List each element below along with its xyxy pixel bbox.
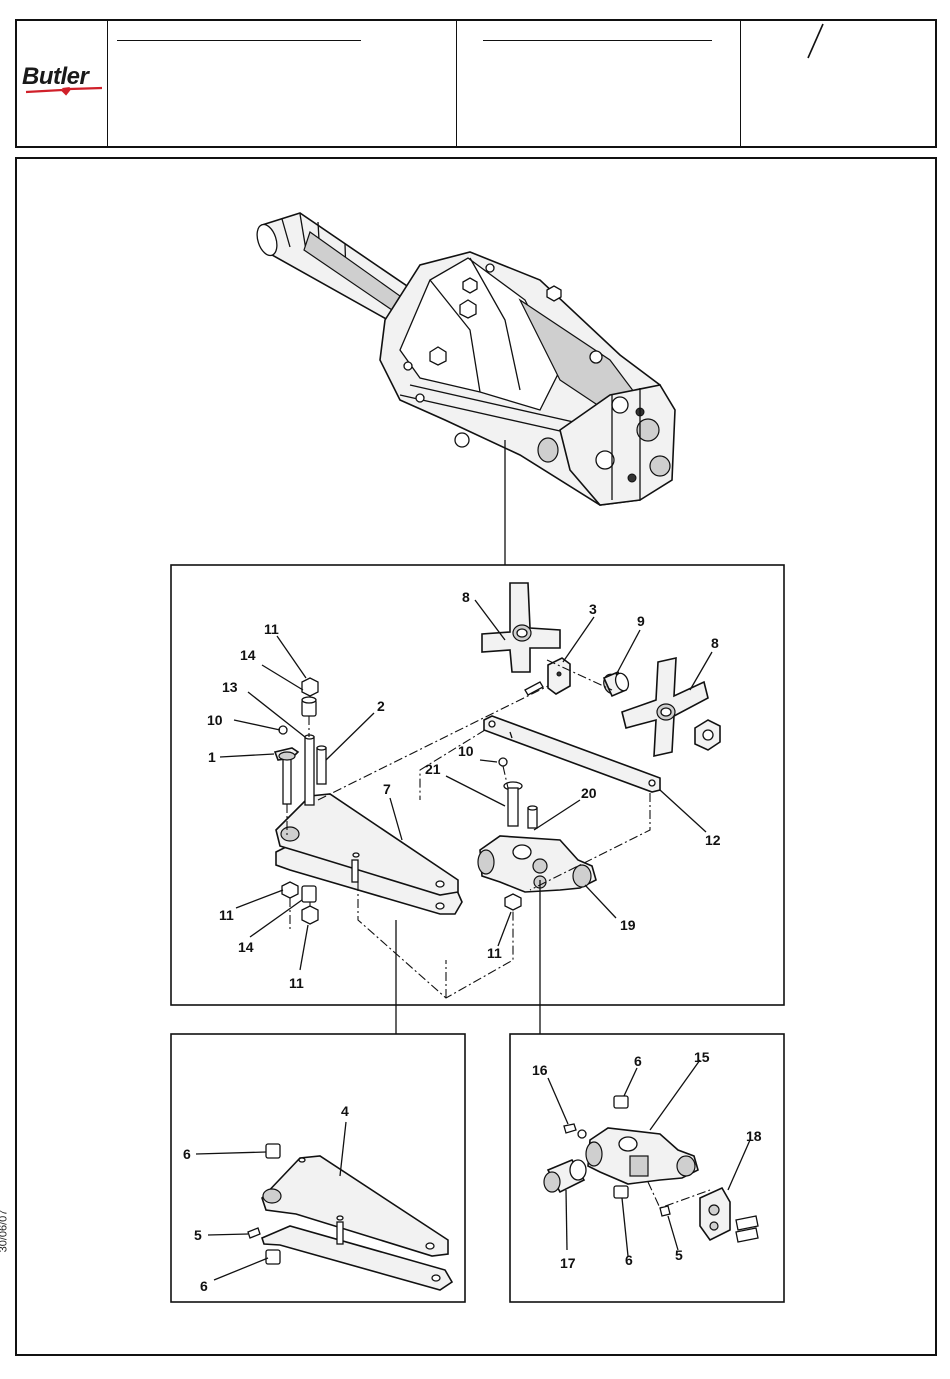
callout-1: 1 [208,749,216,765]
callout-16: 16 [532,1062,548,1078]
callout-19: 19 [620,917,636,933]
callout-2: 2 [377,698,385,714]
callout-11c: 11 [289,975,304,991]
callout-5-right: 5 [675,1247,683,1263]
part-17 [544,1160,586,1192]
callout-11d: 11 [487,945,502,961]
part-13 [305,735,314,805]
callout-8a: 8 [462,589,470,605]
callout-17: 17 [560,1255,576,1271]
callout-11b: 11 [219,907,234,923]
part-12 [484,716,660,792]
callout-12: 12 [705,832,721,848]
callout-4: 4 [341,1103,349,1119]
part-19 [478,836,596,892]
callout-7: 7 [383,781,391,797]
callout-11a: 11 [264,621,279,637]
part-18 [700,1188,758,1242]
callout-9: 9 [637,613,645,629]
part-2 [317,746,326,784]
callout-20: 20 [581,785,597,801]
callout-15: 15 [694,1049,710,1065]
part-4 [262,1156,452,1290]
callout-8b: 8 [711,635,719,651]
callout-10b: 10 [458,743,474,759]
part-9 [601,671,631,696]
part-8-upper [482,583,560,672]
callout-3: 3 [589,601,597,617]
callout-6-right-b: 6 [625,1252,633,1268]
callout-6-left-a: 6 [183,1146,191,1162]
main-assembly [253,213,675,505]
callout-21: 21 [425,761,441,777]
callout-10a: 10 [207,712,223,728]
callout-6-right-a: 6 [634,1053,642,1069]
callout-18: 18 [746,1128,762,1144]
part-20 [528,806,537,828]
callout-5-left: 5 [194,1227,202,1243]
callout-14a: 14 [240,647,256,663]
part-1 [275,748,298,804]
detail-box-main [171,565,784,1005]
callout-13: 13 [222,679,238,695]
callout-6-left-b: 6 [200,1278,208,1294]
callout-14b: 14 [238,939,254,955]
part-15 [586,1128,698,1184]
part-21 [504,782,522,826]
